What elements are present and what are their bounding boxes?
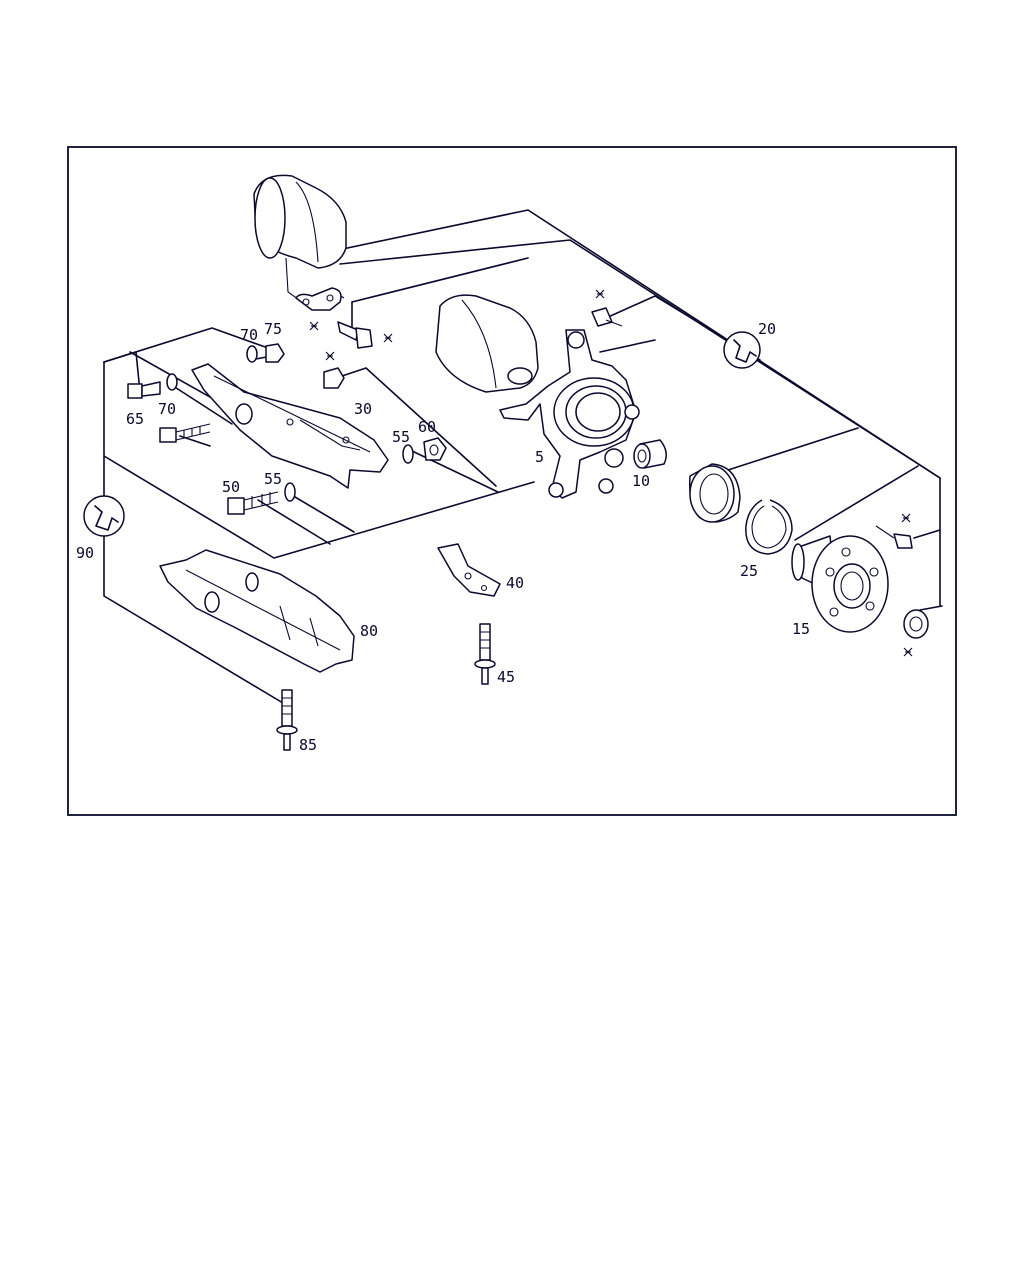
circlip-25 — [745, 499, 793, 555]
bolt-65 — [127, 381, 161, 399]
rivet-45 — [474, 623, 496, 685]
nut-75 — [265, 343, 285, 363]
leader-lines — [103, 209, 943, 707]
label-70-top: 70 — [240, 326, 258, 344]
label-85: 85 — [299, 736, 317, 754]
label-25: 25 — [740, 562, 758, 580]
washer-70-top — [246, 345, 258, 363]
bolt-50 — [227, 491, 279, 515]
drive-shaft-boot — [253, 174, 347, 311]
label-80: 80 — [360, 622, 378, 640]
hub-bolt — [875, 525, 913, 549]
wrench-icon — [723, 331, 761, 369]
bolt-knuckle — [591, 307, 623, 327]
bracket-40 — [437, 543, 501, 597]
diagram-frame — [67, 146, 957, 816]
wheel-bearing — [688, 463, 741, 523]
lower-arm-80 — [159, 549, 355, 673]
bushing-10 — [633, 439, 667, 469]
label-70-left: 70 — [158, 400, 176, 418]
label-65: 65 — [126, 410, 144, 428]
washer-55-lower — [284, 482, 296, 502]
label-55-mid: 55 — [392, 428, 410, 446]
label-20: 20 — [758, 320, 776, 338]
washer-70-left — [166, 373, 178, 391]
label-45: 45 — [497, 668, 515, 686]
label-55-lower: 55 — [264, 470, 282, 488]
steering-knuckle-5 — [499, 329, 640, 499]
nut-60 — [423, 437, 447, 461]
trailing-arm-30 — [191, 363, 389, 489]
wrench-icon-90 — [83, 495, 125, 537]
rivet-85 — [276, 689, 298, 751]
axle-nut — [903, 609, 929, 639]
label-40: 40 — [506, 574, 524, 592]
wheel-hub-15 — [791, 535, 889, 633]
label-60: 60 — [418, 418, 436, 436]
long-bolt — [159, 423, 211, 443]
label-75: 75 — [264, 320, 282, 338]
drive-shaft-joint — [435, 294, 539, 393]
label-90: 90 — [76, 544, 94, 562]
nut-top — [323, 367, 345, 389]
label-30: 30 — [354, 400, 372, 418]
bolt-top-mid — [337, 321, 373, 349]
label-10: 10 — [632, 472, 650, 490]
washer-55-mid — [402, 444, 414, 464]
replace-part-icon — [309, 289, 913, 657]
label-50: 50 — [222, 478, 240, 496]
part-labels: 5 10 15 20 25 30 40 45 50 55 55 60 65 70… — [76, 320, 810, 754]
label-15: 15 — [792, 620, 810, 638]
label-5: 5 — [535, 448, 544, 466]
